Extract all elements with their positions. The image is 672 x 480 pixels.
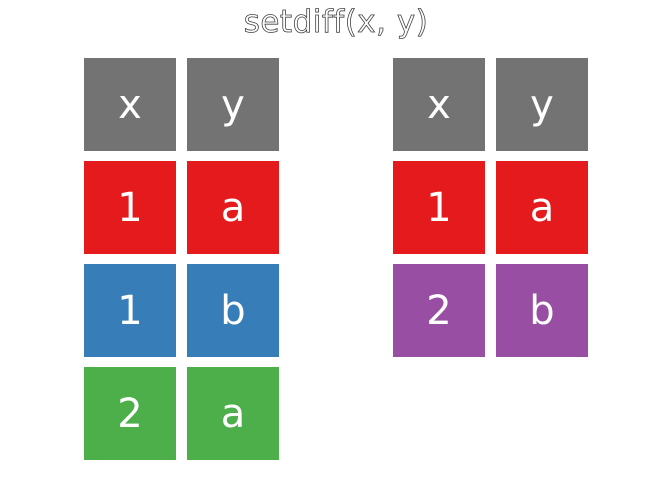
- header-cell: y: [496, 58, 588, 151]
- table-cell: b: [187, 264, 279, 357]
- header-cell: y: [187, 58, 279, 151]
- table-cell: b: [496, 264, 588, 357]
- table-cell: 1: [84, 161, 176, 254]
- table-cell: a: [187, 367, 279, 460]
- header-cell: x: [84, 58, 176, 151]
- table-cell: 2: [393, 264, 485, 357]
- table-cell: 1: [84, 264, 176, 357]
- table-cell: a: [187, 161, 279, 254]
- diagram-title: setdiff(x, y): [243, 4, 429, 41]
- table-cell: a: [496, 161, 588, 254]
- table-cell: 2: [84, 367, 176, 460]
- table-cell: 1: [393, 161, 485, 254]
- header-cell: x: [393, 58, 485, 151]
